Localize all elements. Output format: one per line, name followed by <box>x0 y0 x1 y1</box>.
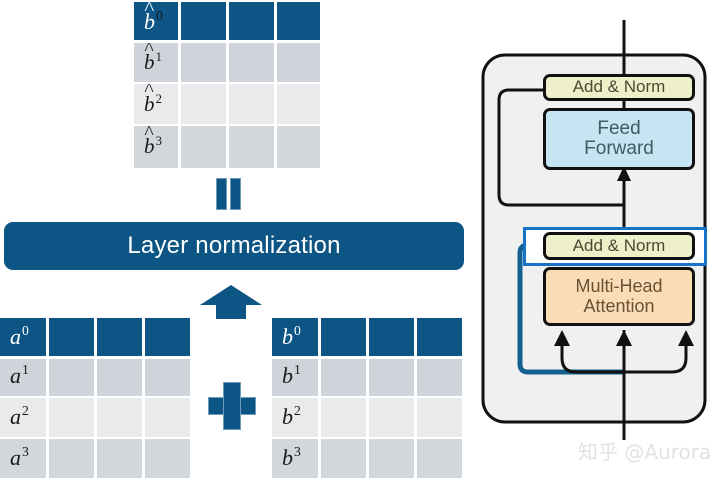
matrix-cell <box>94 318 142 356</box>
plus-operator <box>208 382 256 430</box>
matrix-cell <box>226 42 274 83</box>
hat-accent-icon: ^ <box>144 79 154 102</box>
block-label: Add & Norm <box>572 235 666 255</box>
matrix-cell <box>142 437 190 478</box>
matrix-grid-line <box>366 318 369 478</box>
matrix-grid-line <box>134 82 320 84</box>
matrix-cell <box>414 437 462 478</box>
matrix-cell <box>414 318 462 356</box>
matrix-cell <box>142 396 190 437</box>
equals-operator <box>216 178 246 210</box>
matrix-cell <box>46 437 94 478</box>
matrix-grid-line <box>134 40 320 43</box>
matrix-grid-line <box>272 356 462 359</box>
matrix-cell <box>46 396 94 437</box>
matrix-cell <box>414 396 462 437</box>
block-label: Add & Norm <box>572 77 666 97</box>
matrix-grid-line <box>134 124 320 126</box>
matrix-cell <box>178 2 226 42</box>
block-label-line2: Attention <box>583 295 655 316</box>
hat-accent-icon: ^ <box>144 0 155 21</box>
matrix-cell <box>366 318 414 356</box>
matrix-grid-line <box>94 318 97 478</box>
block-add-norm-bottom: Add & Norm <box>543 232 695 260</box>
matrix-cell <box>318 437 366 478</box>
matrix-cell <box>414 356 462 396</box>
block-multi-head-attention: Multi-Head Attention <box>543 267 695 326</box>
matrix-cell <box>142 356 190 396</box>
watermark: 知乎 @Aurora <box>578 440 712 464</box>
matrix-cell <box>274 83 320 125</box>
matrix-cell <box>142 318 190 356</box>
matrix-grid-line <box>226 2 229 168</box>
equals-bar <box>216 178 227 210</box>
layer-normalization-block: Layer normalization <box>4 222 464 270</box>
transformer-encoder-block: Add & Norm Feed Forward Add & Norm Multi… <box>470 0 720 481</box>
hat-accent-icon: ^ <box>144 37 154 60</box>
plus-bar-vertical <box>223 382 241 430</box>
matrix-cell <box>46 356 94 396</box>
block-label-line1: Multi-Head <box>575 276 663 297</box>
matrix-cell <box>318 356 366 396</box>
matrix-cell <box>318 318 366 356</box>
matrix-cell <box>366 356 414 396</box>
matrix-grid-line <box>178 2 181 168</box>
matrix-grid-line <box>0 356 190 359</box>
matrix-cell <box>274 2 320 42</box>
matrix-grid-line <box>272 437 462 439</box>
matrix-cell <box>226 2 274 42</box>
matrix-cell <box>178 83 226 125</box>
matrix-grid-line <box>272 396 462 398</box>
hat-accent-icon: ^ <box>144 121 154 144</box>
matrix-cell <box>226 125 274 168</box>
matrix-cell <box>274 42 320 83</box>
matrix-cell <box>94 356 142 396</box>
matrix-cell <box>94 437 142 478</box>
matrix-cell <box>366 396 414 437</box>
matrix-grid-line <box>142 318 145 478</box>
matrix-cell <box>178 125 226 168</box>
equals-bar <box>230 178 241 210</box>
up-arrow-icon <box>198 283 264 319</box>
block-feed-forward: Feed Forward <box>543 108 695 170</box>
block-label-line2: Forward <box>584 138 654 159</box>
block-add-norm-top: Add & Norm <box>543 74 695 101</box>
matrix-grid-line <box>0 437 190 439</box>
matrix-grid-line <box>46 318 49 478</box>
matrix-cell <box>94 396 142 437</box>
matrix-grid-line <box>274 2 277 168</box>
block-label-line1: Feed <box>597 117 641 139</box>
matrix-cell <box>274 125 320 168</box>
matrix-cell <box>318 396 366 437</box>
layer-normalization-label: Layer normalization <box>127 232 341 259</box>
matrix-grid-line <box>0 396 190 398</box>
matrix-grid-line <box>414 318 417 478</box>
matrix-cell <box>226 83 274 125</box>
matrix-cell <box>46 318 94 356</box>
matrix-grid-line <box>318 318 321 478</box>
matrix-cell <box>366 437 414 478</box>
matrix-cell <box>178 42 226 83</box>
